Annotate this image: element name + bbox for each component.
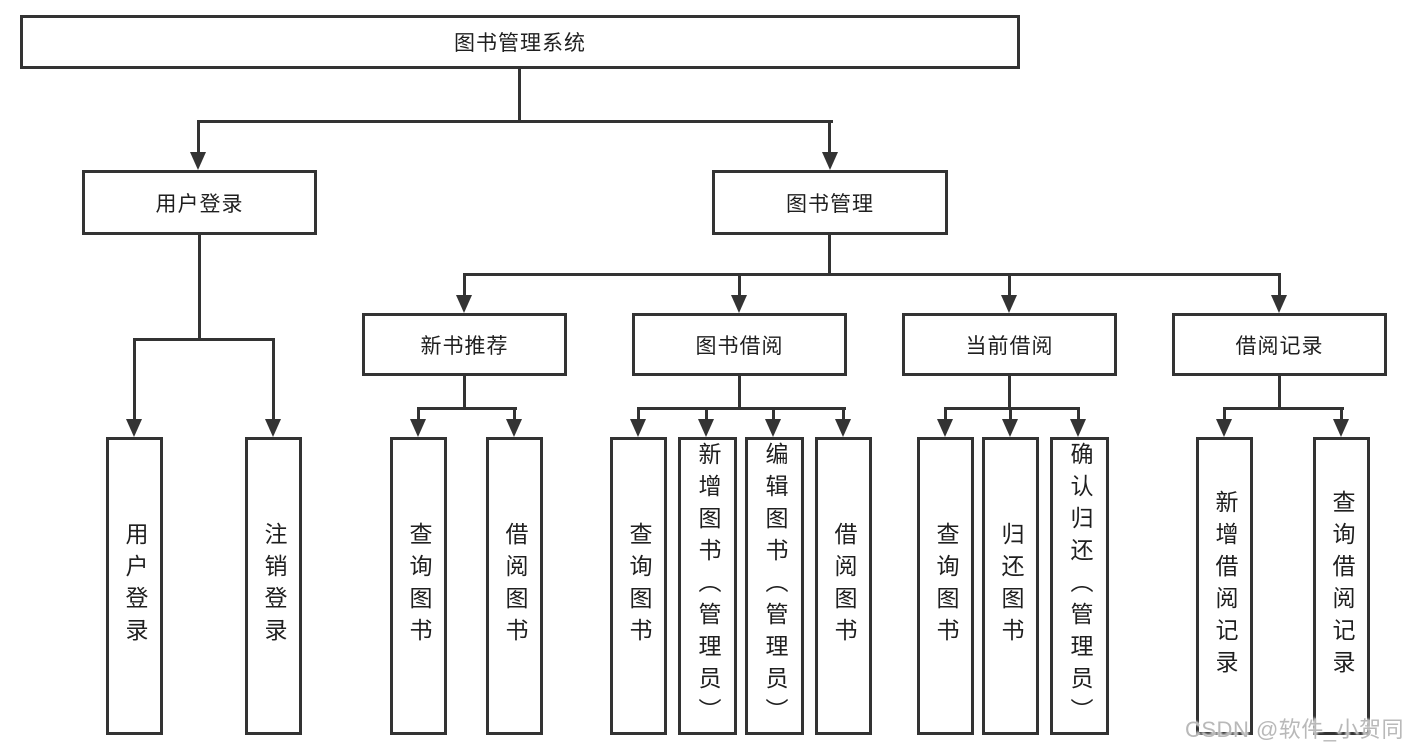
arrow-down-icon	[126, 419, 142, 437]
node-library-system: 图书管理系统	[20, 15, 1020, 69]
connector-root-rail	[197, 120, 833, 123]
leaf-confirm-return-admin: 确认归还（管理员）	[1050, 437, 1109, 735]
node-label: 用户登录	[155, 192, 244, 216]
node-label: 查询图书	[933, 522, 959, 650]
node-label: 新增借阅记录	[1212, 490, 1238, 682]
leaf-query-borrow-record: 查询借阅记录	[1313, 437, 1370, 735]
leaf-edit-books-admin: 编辑图书（管理员）	[745, 437, 804, 735]
connector-drop	[417, 410, 420, 419]
connector-borrow-records-rail	[1223, 407, 1344, 410]
leaf-borrow-books-recommend: 借阅图书	[486, 437, 543, 735]
node-label: 查询图书	[406, 522, 432, 650]
node-label: 用户登录	[122, 522, 148, 650]
connector-root-stem	[518, 69, 521, 120]
node-label: 图书借阅	[695, 334, 784, 358]
node-label: 归还图书	[998, 522, 1024, 650]
leaf-query-books-current: 查询图书	[917, 437, 974, 735]
node-label: 查询借阅记录	[1329, 490, 1355, 682]
connector-new-book-rail	[417, 407, 517, 410]
connector-book-borrow-rail	[637, 407, 846, 410]
arrow-down-icon	[506, 419, 522, 437]
connector-borrow-records-stem	[1278, 376, 1281, 407]
connector-drop	[1340, 410, 1343, 419]
node-user-login: 用户登录	[82, 170, 317, 235]
connector-drop	[1077, 410, 1080, 419]
node-current-borrow: 当前借阅	[902, 313, 1117, 376]
node-label: 借阅图书	[831, 522, 857, 650]
leaf-borrow-books: 借阅图书	[815, 437, 872, 735]
arrow-down-icon	[190, 152, 206, 170]
arrow-down-icon	[456, 295, 472, 313]
node-label: 图书管理系统	[454, 32, 586, 55]
arrow-down-icon	[765, 419, 781, 437]
connector-book-borrow-stem	[738, 376, 741, 407]
connector-drop-current-borrow	[1008, 276, 1011, 295]
connector-drop-leaf-logout	[272, 341, 275, 419]
arrow-down-icon	[731, 295, 747, 313]
arrow-down-icon	[835, 419, 851, 437]
connector-drop	[1009, 410, 1012, 419]
connector-user-login-rail	[133, 338, 275, 341]
connector-new-book-stem	[463, 376, 466, 407]
connector-current-borrow-rail	[944, 407, 1080, 410]
node-borrow-records: 借阅记录	[1172, 313, 1387, 376]
connector-drop-new-book	[463, 276, 466, 295]
connector-drop-book-borrow	[738, 276, 741, 295]
leaf-add-books-admin: 新增图书（管理员）	[678, 437, 737, 735]
arrow-down-icon	[822, 152, 838, 170]
arrow-down-icon	[937, 419, 953, 437]
arrow-down-icon	[698, 419, 714, 437]
node-label: 借阅图书	[502, 522, 528, 650]
connector-drop	[772, 410, 775, 419]
node-book-borrow: 图书借阅	[632, 313, 847, 376]
node-new-book-recommend: 新书推荐	[362, 313, 567, 376]
connector-drop-user-login	[197, 123, 200, 152]
arrow-down-icon	[630, 419, 646, 437]
arrow-down-icon	[1002, 419, 1018, 437]
connector-current-borrow-stem	[1008, 376, 1011, 407]
connector-book-management-stem	[828, 235, 831, 273]
connector-drop-book-management	[828, 123, 831, 152]
arrow-down-icon	[1070, 419, 1086, 437]
arrow-down-icon	[1216, 419, 1232, 437]
connector-drop	[944, 410, 947, 419]
leaf-user-login: 用户登录	[106, 437, 163, 735]
connector-drop	[637, 410, 640, 419]
node-label: 图书管理	[786, 192, 874, 216]
node-label: 当前借阅	[965, 334, 1054, 358]
connector-drop	[1223, 410, 1226, 419]
csdn-watermark: CSDN @软件_小贺同学	[1185, 717, 1405, 742]
connector-user-login-stem	[198, 235, 201, 338]
connector-drop	[705, 410, 708, 419]
leaf-add-borrow-record: 新增借阅记录	[1196, 437, 1253, 735]
connector-drop-leaf-user-login	[133, 341, 136, 419]
node-label: 编辑图书（管理员）	[762, 442, 788, 730]
node-label: 新书推荐	[420, 334, 509, 358]
arrow-down-icon	[1271, 295, 1287, 313]
node-label: 查询图书	[626, 522, 652, 650]
leaf-query-books-borrow: 查询图书	[610, 437, 667, 735]
leaf-return-books: 归还图书	[982, 437, 1039, 735]
node-label: 新增图书（管理员）	[695, 442, 721, 730]
arrow-down-icon	[265, 419, 281, 437]
arrow-down-icon	[1001, 295, 1017, 313]
connector-drop-borrow-records	[1278, 276, 1281, 295]
arrow-down-icon	[1333, 419, 1349, 437]
node-book-management: 图书管理	[712, 170, 948, 235]
node-label: 确认归还（管理员）	[1067, 442, 1093, 730]
node-label: 注销登录	[261, 522, 287, 650]
connector-book-management-rail	[463, 273, 1281, 276]
leaf-logout: 注销登录	[245, 437, 302, 735]
arrow-down-icon	[410, 419, 426, 437]
leaf-query-books-recommend: 查询图书	[390, 437, 447, 735]
node-label: 借阅记录	[1235, 334, 1324, 358]
connector-drop	[842, 410, 845, 419]
connector-drop	[513, 410, 516, 419]
